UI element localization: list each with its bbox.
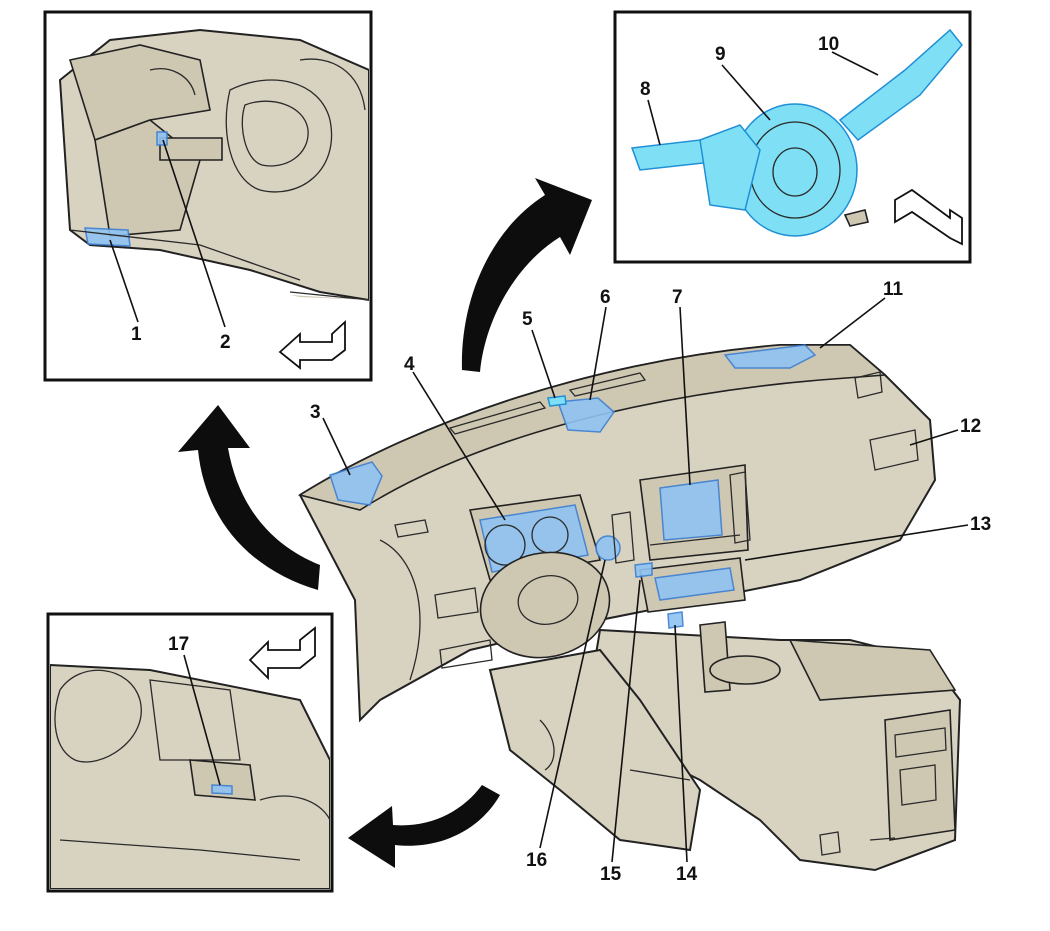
highlight-item-16 xyxy=(595,535,621,561)
steering-column-switch-assembly xyxy=(630,28,963,237)
callout-7: 7 xyxy=(672,287,683,308)
callout-16: 16 xyxy=(526,850,547,871)
callout-4: 4 xyxy=(404,354,415,375)
highlight-item-6 xyxy=(556,397,616,433)
callout-6: 6 xyxy=(600,287,611,308)
highlight-item-10 xyxy=(838,28,963,142)
callout-14: 14 xyxy=(676,864,698,885)
callout-5: 5 xyxy=(522,309,533,330)
direction-arrow-icon xyxy=(248,626,316,681)
highlight-item-14 xyxy=(667,611,684,629)
direction-arrow-icon xyxy=(894,188,963,246)
highlight-item-1 xyxy=(84,227,131,247)
callout-17: 17 xyxy=(168,634,189,655)
callout-3: 3 xyxy=(310,402,321,423)
leader-lines xyxy=(109,51,969,863)
inset-top-right xyxy=(613,10,972,264)
center-console-view xyxy=(50,663,330,889)
inset-bottom-left xyxy=(46,612,334,893)
callout-11: 11 xyxy=(883,279,904,300)
callout-13: 13 xyxy=(970,514,991,535)
curved-arrow-icon xyxy=(461,178,592,372)
highlight-item-17 xyxy=(211,784,233,795)
highlight-item-15 xyxy=(654,567,735,601)
callout-2: 2 xyxy=(220,332,231,353)
highlight-item-7 xyxy=(659,479,723,541)
curved-arrow-icon xyxy=(348,785,500,868)
callout-labels: 1 2 3 4 5 6 7 8 9 10 11 12 13 14 15 16 1… xyxy=(131,34,991,885)
callout-10: 10 xyxy=(818,34,839,55)
highlight-item-3 xyxy=(329,461,383,506)
callout-15: 15 xyxy=(600,864,622,885)
lower-dash-driver-view xyxy=(58,28,369,302)
curved-arrow-icon xyxy=(178,405,320,590)
highlight-item-2 xyxy=(156,131,168,146)
direction-arrow-icon xyxy=(278,319,346,370)
highlight-item-11 xyxy=(723,344,817,369)
highlight-item-5 xyxy=(547,395,567,407)
inset-top-left xyxy=(43,10,373,382)
callout-9: 9 xyxy=(715,44,726,65)
callout-1: 1 xyxy=(131,324,142,345)
callout-12: 12 xyxy=(960,416,981,437)
instrument-panel-main xyxy=(297,344,962,872)
callout-8: 8 xyxy=(640,79,651,100)
highlight-item-13-area xyxy=(634,562,653,578)
